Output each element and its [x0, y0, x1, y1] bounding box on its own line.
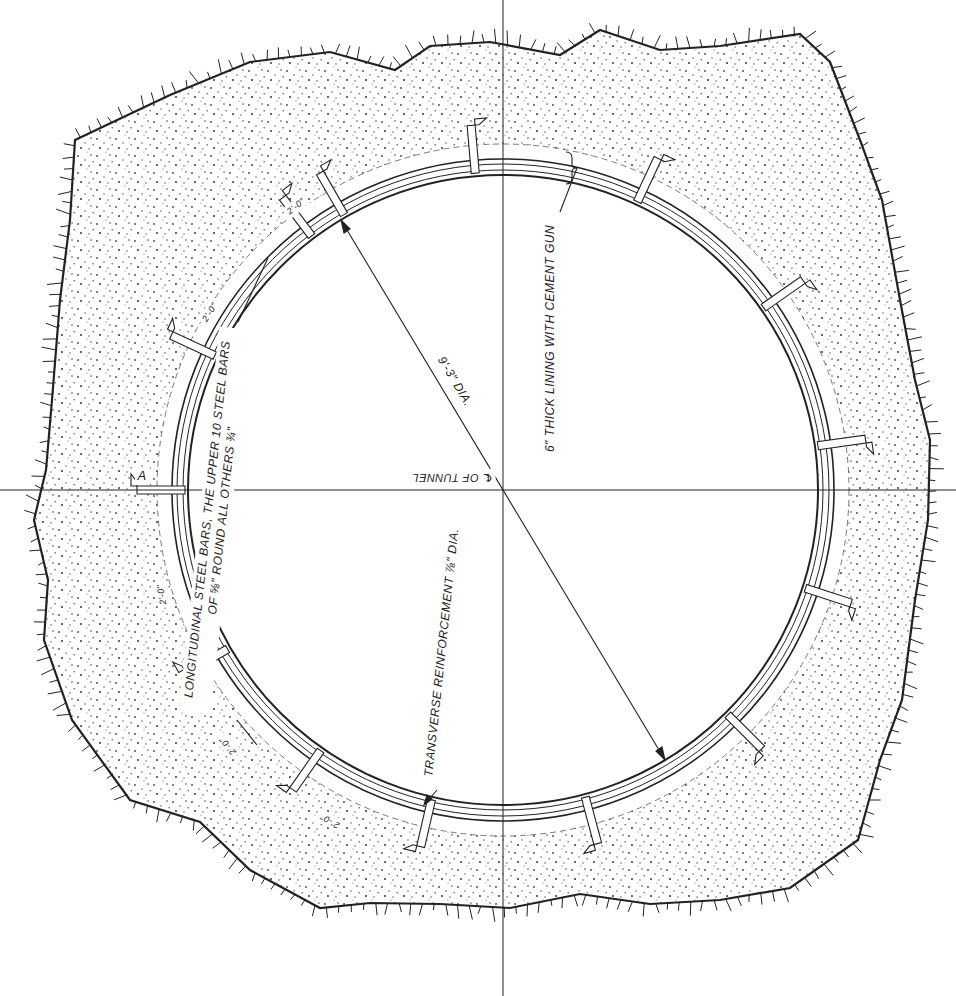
- diameter-dimension: 9'-3" DIA.: [432, 350, 478, 412]
- section-mark: A: [135, 467, 150, 485]
- reinforcement-note: TRANSVERSE REINFORCEMENT ⅞" DIA.: [420, 524, 464, 780]
- steel-bars: [131, 118, 874, 853]
- lining-note: 6" THICK LINING WITH CEMENT GUN: [542, 221, 559, 454]
- rock-ground: [24, 23, 944, 922]
- leader-lines: [237, 152, 665, 805]
- centerline-label: ℄ OF TUNNEL: [409, 469, 496, 485]
